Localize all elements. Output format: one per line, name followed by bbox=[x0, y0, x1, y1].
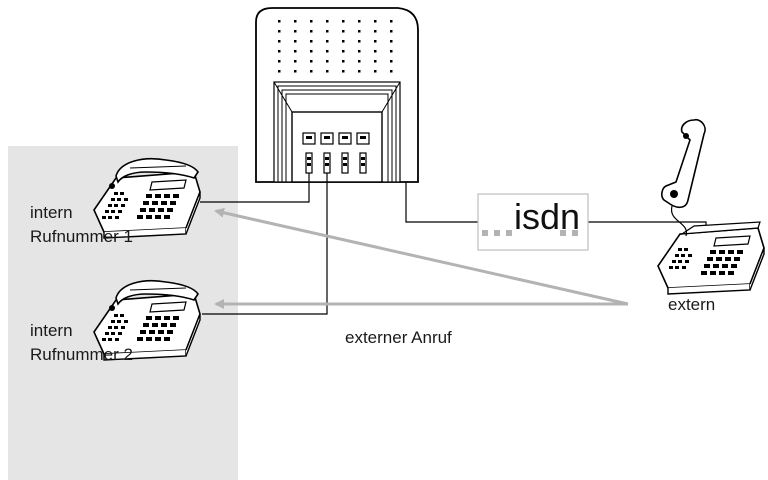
speaker-dot bbox=[310, 20, 313, 23]
speaker-dot bbox=[374, 30, 377, 33]
speaker-dot bbox=[310, 70, 313, 73]
speaker-dot bbox=[294, 40, 297, 43]
speaker-dot bbox=[326, 60, 329, 63]
handset-lifted-icon bbox=[661, 118, 706, 237]
speaker-dot bbox=[278, 20, 281, 23]
speaker-dot bbox=[310, 50, 313, 53]
telephone-system-icon bbox=[255, 7, 419, 183]
speaker-dot bbox=[342, 50, 345, 53]
speaker-dot bbox=[326, 30, 329, 33]
external-call-label: externer Anruf bbox=[345, 328, 452, 347]
speaker-dot bbox=[278, 70, 281, 73]
external-phone-icon bbox=[657, 221, 765, 295]
isdn-dots bbox=[482, 230, 578, 236]
speaker-dot bbox=[294, 30, 297, 33]
speaker-dot bbox=[278, 40, 281, 43]
speaker-dot bbox=[358, 60, 361, 63]
phone-2-label-intern: intern bbox=[30, 321, 73, 340]
isdn-label: isdn bbox=[514, 196, 581, 237]
speaker-dot bbox=[390, 30, 393, 33]
speaker-dot bbox=[310, 40, 313, 43]
speaker-dot bbox=[342, 40, 345, 43]
speaker-dot bbox=[358, 40, 361, 43]
isdn-network-box bbox=[477, 193, 589, 251]
speaker-dot bbox=[358, 70, 361, 73]
speaker-dot bbox=[374, 40, 377, 43]
speaker-dot bbox=[358, 50, 361, 53]
speaker-dot bbox=[342, 70, 345, 73]
speaker-dot bbox=[374, 20, 377, 23]
call-arrows bbox=[214, 207, 629, 309]
speaker-dot bbox=[294, 70, 297, 73]
speaker-dot bbox=[374, 50, 377, 53]
speaker-dot bbox=[358, 30, 361, 33]
speaker-dot bbox=[390, 60, 393, 63]
phone-1-label-number: Rufnummer 1 bbox=[30, 227, 133, 246]
external-phone-label: extern bbox=[668, 295, 716, 314]
speaker-dot bbox=[294, 60, 297, 63]
speaker-dot bbox=[278, 50, 281, 53]
speaker-dot bbox=[326, 20, 329, 23]
phone-2-label-number: Rufnummer 2 bbox=[30, 345, 133, 364]
speaker-dot bbox=[310, 30, 313, 33]
speaker-dot bbox=[294, 50, 297, 53]
speaker-dot bbox=[390, 50, 393, 53]
speaker-dot bbox=[278, 30, 281, 33]
phone-1-label-intern: intern bbox=[30, 203, 73, 222]
speaker-dot bbox=[390, 70, 393, 73]
speaker-dot bbox=[390, 20, 393, 23]
speaker-dot bbox=[342, 20, 345, 23]
speaker-dot bbox=[358, 20, 361, 23]
speaker-dot bbox=[326, 70, 329, 73]
speaker-dot bbox=[294, 20, 297, 23]
speaker-dot bbox=[326, 50, 329, 53]
speaker-dot bbox=[278, 60, 281, 63]
speaker-dot bbox=[390, 40, 393, 43]
speaker-dot bbox=[342, 60, 345, 63]
arrow-to-phone-1 bbox=[214, 207, 629, 306]
speaker-dot bbox=[374, 70, 377, 73]
internal-wiring bbox=[200, 173, 707, 315]
speaker-dot bbox=[310, 60, 313, 63]
speaker-dot bbox=[342, 30, 345, 33]
speaker-dot bbox=[326, 40, 329, 43]
speaker-dot bbox=[374, 60, 377, 63]
